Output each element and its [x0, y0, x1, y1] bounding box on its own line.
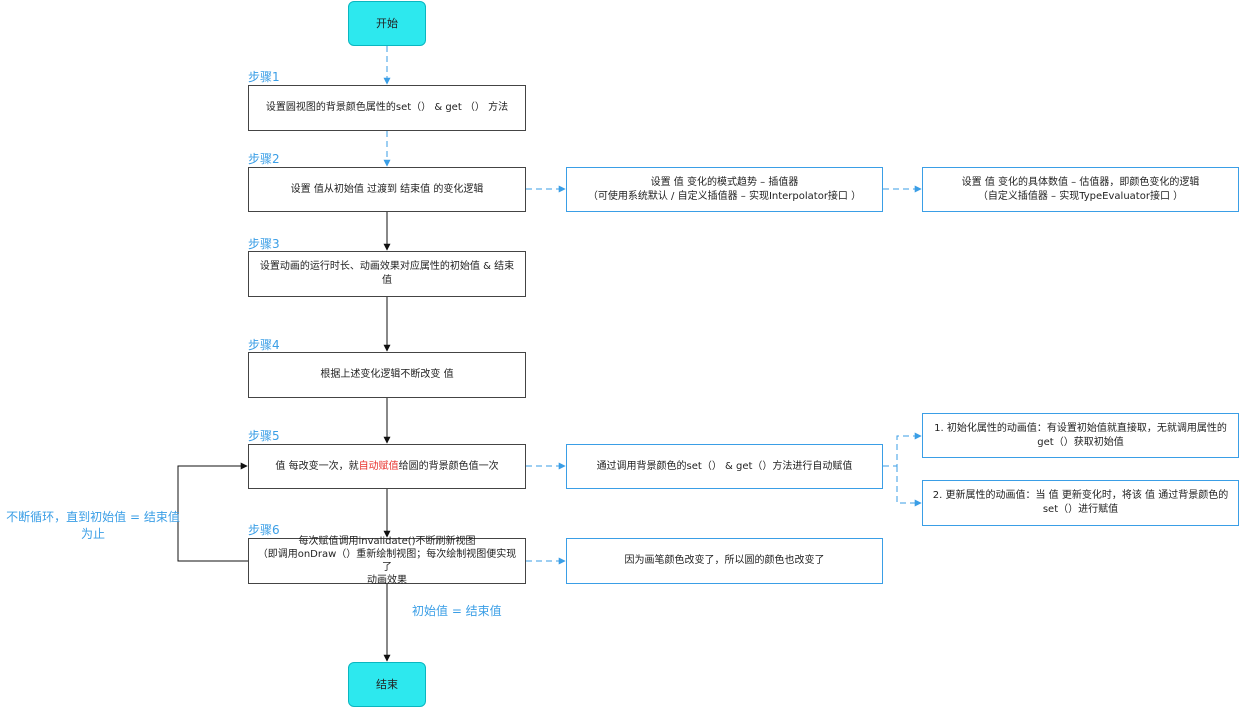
step1-box: 设置圆视图的背景颜色属性的set（） & get （） 方法: [248, 85, 526, 131]
edge-autoassign-init: [883, 432, 922, 467]
step1-label: 步骤1: [248, 70, 280, 84]
redraw-box: 因为画笔颜色改变了，所以圆的颜色也改变了: [566, 538, 883, 584]
step5-box: 值 每改变一次，就 自动赋值 给圆的背景颜色值一次: [248, 444, 526, 489]
step4-label: 步骤4: [248, 338, 280, 352]
step2-box: 设置 值从初始值 过渡到 结束值 的变化逻辑: [248, 167, 526, 212]
step4-box: 根据上述变化逻辑不断改变 值: [248, 352, 526, 398]
step3-label: 步骤3: [248, 237, 280, 251]
step3-box: 设置动画的运行时长、动画效果对应属性的初始值 & 结束值: [248, 251, 526, 297]
step5-highlight: 自动赋值: [358, 460, 399, 472]
edge-autoassign-update: [896, 466, 922, 507]
step6-box: 每次赋值调用invalidate()不断刷新视图 （即调用onDraw（）重新绘…: [248, 536, 526, 586]
update-attr-box: 2. 更新属性的动画值：当 值 更新变化时，将该 值 通过背景颜色的 set（）…: [922, 480, 1239, 526]
step2-label: 步骤2: [248, 152, 280, 166]
start-node: 开始: [348, 1, 426, 46]
init-attr-box: 1. 初始化属性的动画值：有设置初始值就直接取，无就调用属性的 get（）获取初…: [922, 413, 1239, 458]
step5-text-before: 值 每改变一次，就: [275, 460, 359, 472]
step5-text-after: 给圆的背景颜色值一次: [398, 460, 499, 472]
evaluator-box: 设置 值 变化的具体数值 – 估值器，即颜色变化的逻辑 （自定义插值器 – 实现…: [922, 167, 1239, 212]
end-condition-label: 初始值 = 结束值: [412, 604, 502, 618]
step6-label: 步骤6: [248, 523, 280, 537]
interpolator-box: 设置 值 变化的模式趋势 – 插值器 （可使用系统默认 / 自定义插值器 – 实…: [566, 167, 883, 212]
loop-label: 不断循环，直到初始值 = 结束值 为止: [6, 510, 180, 541]
step5-label: 步骤5: [248, 429, 280, 443]
edge-loop-back: [177, 462, 248, 562]
auto-assign-box: 通过调用背景颜色的set（） & get（）方法进行自动赋值: [566, 444, 883, 489]
end-node: 结束: [348, 662, 426, 707]
